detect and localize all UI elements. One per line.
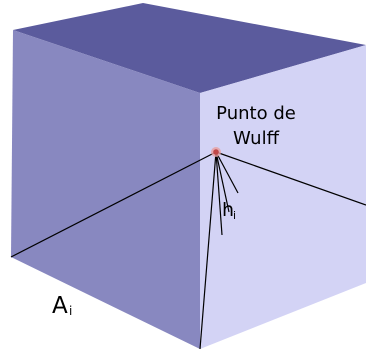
cube-top-face — [13, 3, 366, 93]
line-to-bottom-edge — [199, 151, 217, 349]
height-line-1 — [215, 151, 223, 236]
line-to-left-face — [10, 151, 217, 258]
area-label-subscript: i — [69, 304, 72, 318]
line-to-right-face — [215, 151, 366, 206]
area-label: A — [52, 293, 68, 319]
wulff-radial-lines — [10, 151, 366, 349]
cube-right-face — [200, 45, 366, 349]
wulff-point — [213, 149, 219, 155]
height-label: h — [222, 199, 234, 221]
height-label-subscript: i — [233, 209, 236, 222]
height-line-2 — [215, 151, 230, 213]
wulff-point-label-line2: Wulff — [233, 128, 280, 149]
cube-left-face — [11, 30, 200, 349]
height-line-3 — [215, 151, 239, 194]
wulff-point-label-line1: Punto de — [216, 103, 296, 124]
